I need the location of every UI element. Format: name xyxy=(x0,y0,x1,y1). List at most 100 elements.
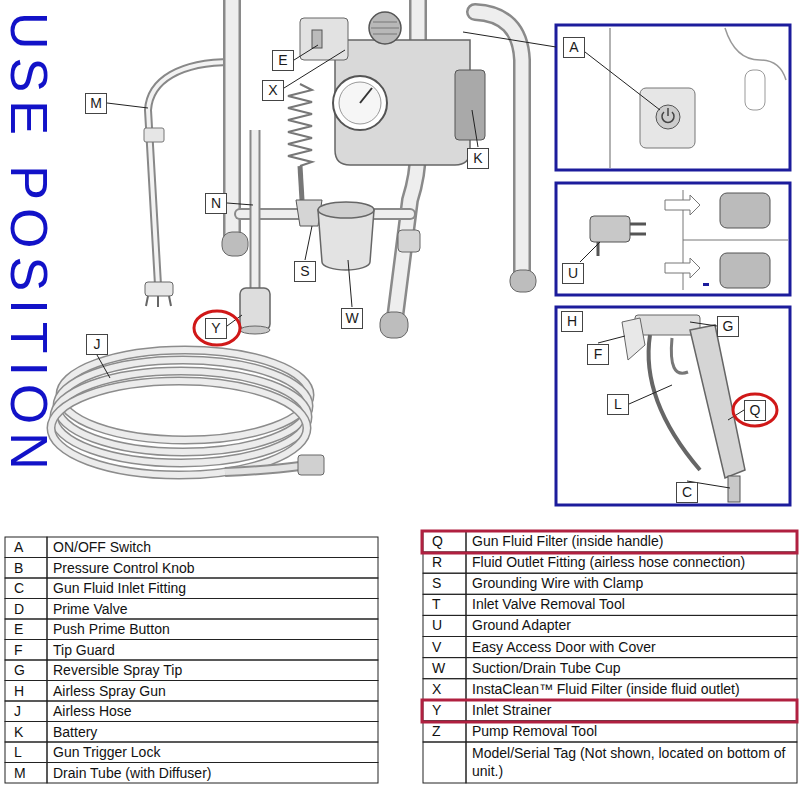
table-cell xyxy=(47,742,378,763)
table-cell xyxy=(47,722,378,743)
table-letter: Y xyxy=(432,700,465,721)
leader-line xyxy=(107,103,148,108)
highlight-box xyxy=(422,700,797,722)
leader-line xyxy=(227,315,242,326)
frame-tube xyxy=(475,12,522,275)
callout-box: K xyxy=(467,148,489,169)
table-text: Inlet Valve Removal Tool xyxy=(472,594,795,615)
table-cell xyxy=(5,742,47,763)
callout-letter: S xyxy=(300,264,309,278)
hose-coil xyxy=(51,381,307,475)
table-letter: S xyxy=(432,573,465,594)
callout-letter: H xyxy=(567,314,577,328)
callout-letter: L xyxy=(614,397,622,411)
table-letter: L xyxy=(14,742,46,763)
housing-edge xyxy=(609,28,611,168)
table-cell xyxy=(47,619,378,640)
housing-detail xyxy=(745,70,765,110)
table-cell xyxy=(466,531,797,552)
table-text: Prime Valve xyxy=(53,599,376,620)
leader-line xyxy=(585,52,660,110)
arrow-symbol xyxy=(665,258,700,278)
table-cell xyxy=(423,552,466,573)
hose-fitting xyxy=(298,455,324,475)
inlet-strainer xyxy=(240,288,270,330)
callout-box: G xyxy=(717,316,739,337)
leader-line xyxy=(97,355,110,378)
leader-line xyxy=(294,45,318,60)
table-text: Tip Guard xyxy=(53,640,376,661)
table-text: Gun Fluid Inlet Fitting xyxy=(53,578,376,599)
inset-frame xyxy=(556,307,790,505)
table-cell xyxy=(47,537,378,558)
callout-letter: J xyxy=(94,337,101,351)
drain-tube xyxy=(148,62,232,285)
arrow-symbol xyxy=(665,195,700,215)
table-cell xyxy=(47,558,378,579)
tip-guard xyxy=(622,318,645,360)
switch-plate xyxy=(640,88,695,148)
table-cell xyxy=(5,722,47,743)
frame-foot xyxy=(380,312,408,338)
table-letter: X xyxy=(432,679,465,700)
callout-box: U xyxy=(562,263,584,284)
table-letter: D xyxy=(14,599,46,620)
table-cell xyxy=(466,742,797,783)
table-text: Airless Hose xyxy=(53,701,376,722)
table-text: InstaClean™ Fluid Filter (inside fluid o… xyxy=(472,679,795,700)
table-text: Ground Adapter xyxy=(472,615,795,636)
tube-cup xyxy=(318,210,374,270)
table-letter: V xyxy=(432,637,465,658)
pressure-knob xyxy=(369,12,401,44)
trigger-lock xyxy=(671,338,688,373)
callout-box: M xyxy=(85,93,107,114)
inset-frame xyxy=(556,25,790,170)
table-cell xyxy=(5,701,47,722)
table-text: Pressure Control Knob xyxy=(53,558,376,579)
table-cell xyxy=(5,578,47,599)
suction-tube xyxy=(250,130,261,290)
fluid-inlet xyxy=(728,476,740,502)
table-letter: M xyxy=(14,763,46,784)
callout-box: J xyxy=(86,334,108,355)
table-letter: R xyxy=(432,552,465,573)
table-cell xyxy=(466,552,797,573)
suction-tube xyxy=(300,166,302,200)
table-text: Airless Spray Gun xyxy=(53,681,376,702)
gun-trigger xyxy=(649,335,700,470)
table-letter: W xyxy=(432,658,465,679)
highlight-ring xyxy=(733,394,777,426)
table-letter: K xyxy=(14,722,46,743)
table-cell xyxy=(466,721,797,742)
table-text: Suction/Drain Tube Cup xyxy=(472,658,795,679)
table-text: ON/OFF Switch xyxy=(53,537,376,558)
table-cell xyxy=(466,573,797,594)
table-cell xyxy=(47,701,378,722)
suction-tube xyxy=(252,130,259,290)
leader-line xyxy=(463,32,556,47)
table-text: Battery xyxy=(53,722,376,743)
callout-letter: A xyxy=(569,40,578,54)
table-letter: E xyxy=(14,619,46,640)
table-cell xyxy=(423,658,466,679)
table-text: Reversible Spray Tip xyxy=(53,660,376,681)
table-text: Inlet Strainer xyxy=(472,700,795,721)
callout-letter: M xyxy=(90,96,102,110)
table-text: Easy Access Door with Cover xyxy=(472,637,795,658)
table-text: Model/Serial Tag (Not shown, located on … xyxy=(472,744,794,780)
knob-ridges xyxy=(371,22,399,34)
table-cell xyxy=(47,681,378,702)
leader-line xyxy=(348,260,352,307)
ground-adapter xyxy=(590,216,630,242)
table-cell xyxy=(47,578,378,599)
highlight-box xyxy=(422,531,797,553)
diffuser xyxy=(145,282,173,296)
table-cell xyxy=(47,660,378,681)
frame-foot xyxy=(222,232,248,256)
table-cell xyxy=(423,700,466,721)
leader-line xyxy=(728,410,744,420)
table-cell xyxy=(5,599,47,620)
table-letter: J xyxy=(14,701,46,722)
callout-letter: E xyxy=(278,53,287,67)
callout-letter: U xyxy=(568,266,578,280)
